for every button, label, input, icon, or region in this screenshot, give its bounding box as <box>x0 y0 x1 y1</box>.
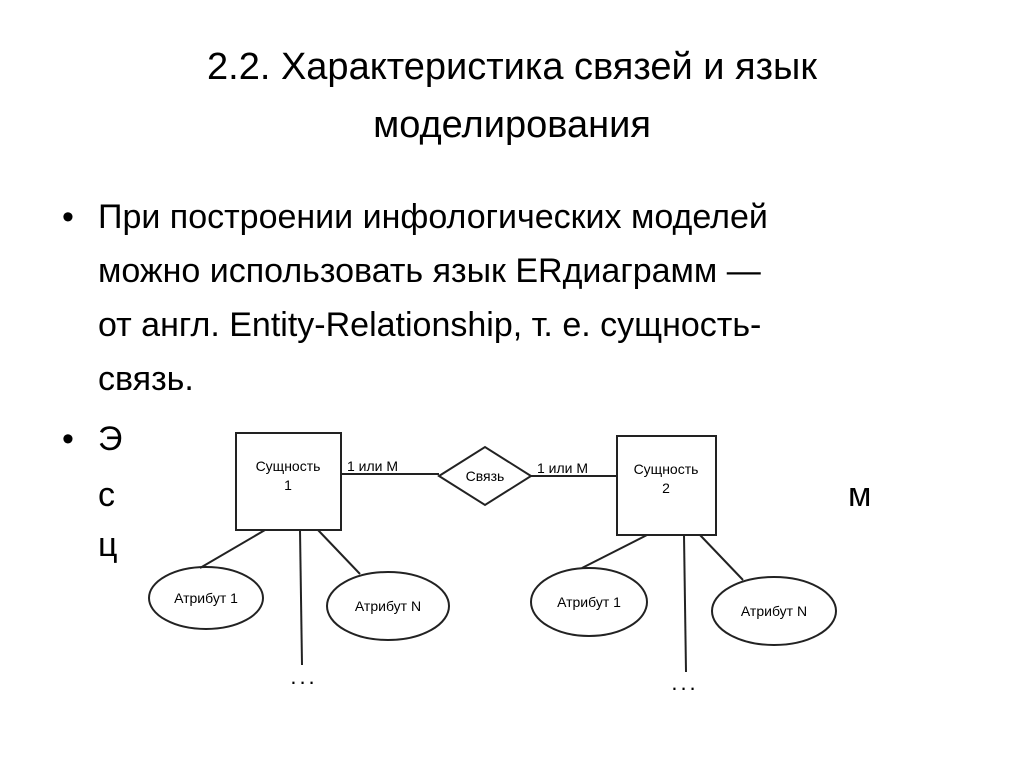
bullet-line: от англ. Entity-Relationship, т. е. сущн… <box>98 306 762 344</box>
connector-line <box>299 529 303 666</box>
entity-2-label: Сущность <box>634 461 699 477</box>
obscured-text-fragment: м <box>848 476 872 514</box>
obscured-text-fragment: с <box>98 476 115 514</box>
attribute-label: Атрибут N <box>741 603 807 619</box>
attribute-ellipse <box>326 571 450 641</box>
relationship-label: Связь <box>466 468 505 484</box>
bullet-marker: • <box>62 198 74 236</box>
connector-line <box>683 534 687 673</box>
attribute-ellipse <box>530 567 648 637</box>
attribute-label: Атрибут N <box>355 598 421 614</box>
slide-title: 2.2. Характеристика связей и язык модели… <box>0 38 1024 154</box>
entity-1-label: Сущность <box>256 458 321 474</box>
bullet-line: При построении инфологических моделей <box>98 198 768 236</box>
cardinality-right: 1 или М <box>537 460 588 476</box>
obscured-text-fragment: ц <box>98 526 118 564</box>
bullet-marker: • <box>62 420 74 458</box>
obscured-text-fragment: Э <box>98 420 123 458</box>
attribute-label: Атрибут 1 <box>557 594 621 610</box>
bullet-line: связь. <box>98 360 194 398</box>
entity-1-number: 1 <box>284 477 292 493</box>
connector-line <box>199 529 266 569</box>
bullet-line: можно использовать язык ERдиаграмм — <box>98 252 761 290</box>
cardinality-left: 1 или М <box>347 458 398 474</box>
attribute-label: Атрибут 1 <box>174 590 238 606</box>
title-line: моделирования <box>373 104 651 146</box>
attribute-ellipse <box>148 566 264 630</box>
entity-2-box <box>616 435 717 536</box>
ellipsis: ... <box>290 664 317 689</box>
connector-line <box>699 534 744 581</box>
bullet-text: При построении инфологических моделей мо… <box>98 190 958 406</box>
connector-line <box>581 534 648 569</box>
entity-1-box <box>235 432 342 531</box>
diagram-background <box>132 420 842 710</box>
title-line: 2.2. Характеристика связей и язык <box>207 46 817 88</box>
attribute-ellipse <box>711 576 837 646</box>
entity-2-number: 2 <box>662 480 670 496</box>
ellipsis: ... <box>671 670 698 695</box>
connector-line <box>317 529 361 575</box>
